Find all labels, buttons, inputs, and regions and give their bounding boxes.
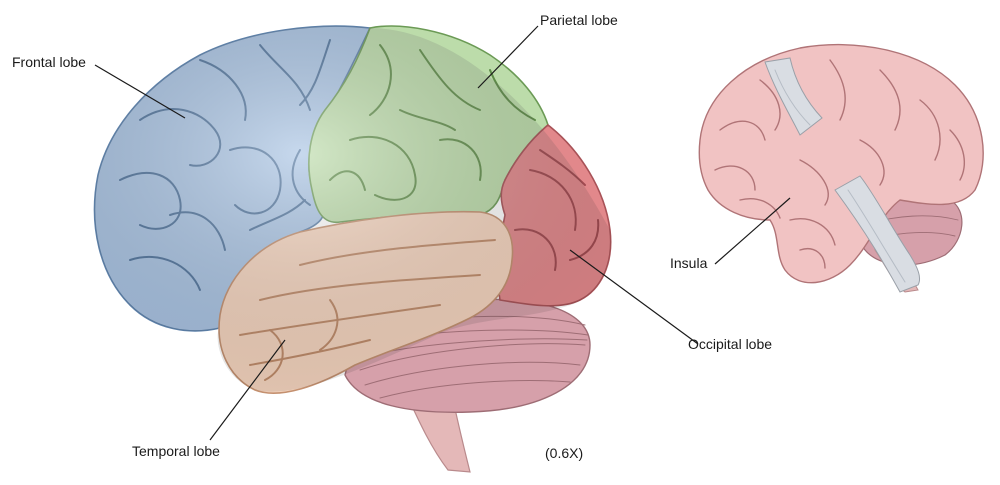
temporal-lobe-label: Temporal lobe (132, 443, 220, 459)
frontal-lobe-label: Frontal lobe (12, 54, 86, 70)
retractor-highlights (774, 69, 906, 283)
lower-retractor (834, 175, 921, 293)
occipital-lobe-label: Occipital lobe (688, 336, 772, 352)
magnification-label: (0.6X) (545, 445, 583, 461)
frontal-leader-line (94, 64, 186, 119)
insula-cerebrum (698, 43, 984, 284)
insula-brain (698, 43, 984, 293)
insula-gyri (714, 59, 966, 269)
main-brain (93, 25, 612, 473)
upper-retractor (764, 57, 823, 136)
parietal-lobe-label: Parietal lobe (540, 12, 618, 28)
insula-leader-line (714, 197, 791, 265)
brain-shading (94, 26, 611, 392)
parietal-leader-line (477, 25, 539, 89)
insula-label: Insula (670, 255, 708, 271)
occipital-leader-line (569, 249, 699, 345)
temporal-leader-line (209, 339, 286, 441)
